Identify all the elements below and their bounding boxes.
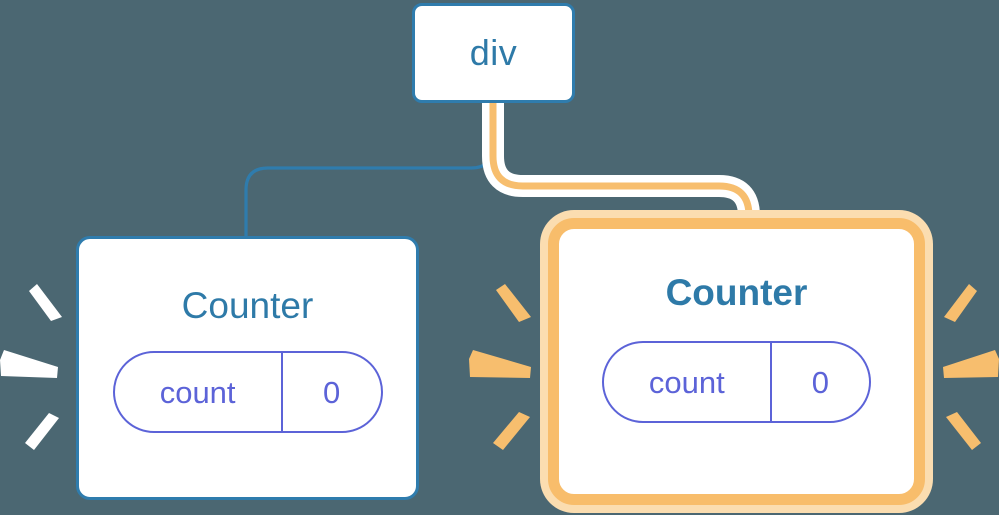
node-div[interactable]: div [412, 3, 575, 103]
state-value-left: 0 [323, 374, 341, 410]
state-value-right: 0 [811, 364, 829, 400]
node-counter-right-label: Counter [665, 272, 808, 313]
spark-group-left-counter [0, 284, 62, 450]
spark-wedge-upper-icon [496, 284, 531, 322]
state-pill-left: count 0 [112, 351, 383, 433]
node-counter-left-label: Counter [181, 285, 314, 326]
node-div-label: div [469, 32, 518, 73]
spark-wedge-middle-icon [943, 350, 999, 378]
spark-group-right-counter-left [469, 284, 531, 450]
spark-wedge-upper-icon [29, 284, 62, 321]
spark-wedge-lower-icon [493, 412, 530, 450]
connector-right-branch [489, 99, 753, 236]
node-counter-left[interactable]: Counter count 0 [76, 236, 419, 500]
spark-wedge-upper-icon [944, 284, 977, 322]
state-pill-right: count 0 [602, 341, 871, 423]
state-key-left: count [115, 353, 283, 431]
spark-wedge-lower-icon [25, 413, 59, 450]
state-key-right: count [604, 343, 772, 421]
spark-wedge-middle-icon [0, 350, 58, 378]
spark-wedge-middle-icon [469, 350, 531, 378]
spark-wedge-lower-icon [946, 412, 981, 450]
node-counter-right[interactable]: Counter count 0 [548, 218, 925, 505]
spark-group-right-counter-right [943, 284, 999, 450]
